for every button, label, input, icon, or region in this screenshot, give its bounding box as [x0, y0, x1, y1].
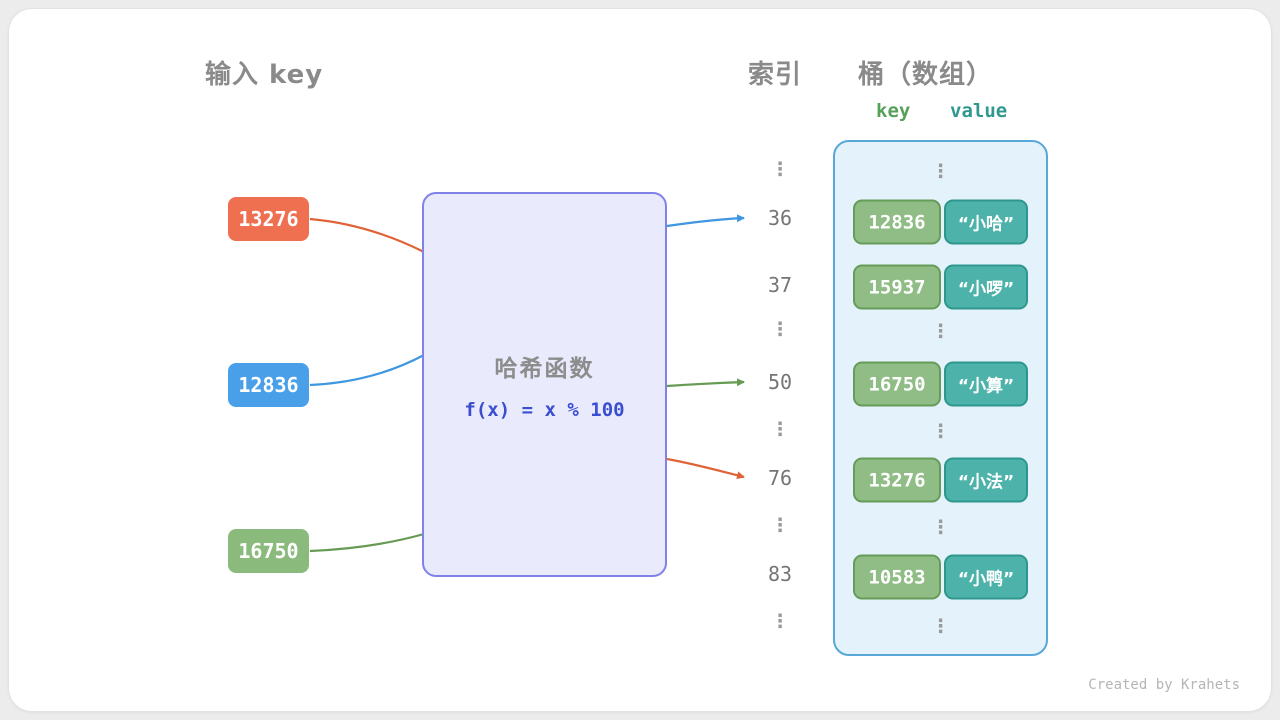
index-76: 76 [767, 466, 793, 490]
index-ellipsis: ⋮ [770, 514, 790, 537]
bucket-row-10583: 10583“小鸭” [835, 554, 1046, 600]
bucket-ellipsis: ⋮ [931, 420, 950, 443]
bucket-row-12836: 12836“小哈” [835, 199, 1046, 245]
index-column: ⋮ 36 37 ⋮ 50 ⋮ 76 ⋮ 83 ⋮ [750, 0, 810, 720]
hash-function-box: 哈希函数 f(x) = x % 100 [422, 192, 667, 577]
bucket-row-15937: 15937“小啰” [835, 264, 1046, 310]
bucket-value: “小鸭” [944, 554, 1028, 600]
index-50: 50 [767, 370, 793, 394]
header-index: 索引 [748, 60, 803, 90]
index-ellipsis: ⋮ [770, 318, 790, 341]
header-input-key: 输入 key [205, 60, 324, 90]
bucket-key: 16750 [853, 361, 941, 407]
index-83: 83 [767, 562, 793, 586]
bucket-ellipsis: ⋮ [931, 516, 950, 539]
index-ellipsis: ⋮ [770, 418, 790, 441]
bucket-value: “小哈” [944, 199, 1028, 245]
index-ellipsis: ⋮ [770, 158, 790, 181]
bucket-row-16750: 16750“小算” [835, 361, 1046, 407]
bucket-value: “小法” [944, 457, 1028, 503]
bucket-key: 15937 [853, 264, 941, 310]
index-ellipsis: ⋮ [770, 610, 790, 633]
bucket-row-13276: 13276“小法” [835, 457, 1046, 503]
input-key-13276: 13276 [228, 197, 309, 241]
input-key-16750: 16750 [228, 529, 309, 573]
bucket-value: “小算” [944, 361, 1028, 407]
hash-function-formula: f(x) = x % 100 [464, 398, 625, 421]
bucket-key-label: key [876, 100, 911, 122]
index-36: 36 [767, 206, 793, 230]
bucket-key: 12836 [853, 199, 941, 245]
bucket-rows: ⋮12836“小哈”15937“小啰”⋮16750“小算”⋮13276“小法”⋮… [835, 142, 1046, 654]
bucket-ellipsis: ⋮ [931, 160, 950, 183]
hash-function-title: 哈希函数 [494, 355, 595, 382]
bucket-ellipsis: ⋮ [931, 615, 950, 638]
index-37: 37 [767, 273, 793, 297]
input-key-12836: 12836 [228, 363, 309, 407]
bucket-value: “小啰” [944, 264, 1028, 310]
bucket-key: 10583 [853, 554, 941, 600]
bucket-value-label: value [950, 100, 1008, 122]
watermark: Created by Krahets [1088, 677, 1240, 693]
bucket-container: ⋮12836“小哈”15937“小啰”⋮16750“小算”⋮13276“小法”⋮… [833, 140, 1048, 656]
header-bucket-array: 桶（数组） [858, 60, 994, 90]
bucket-ellipsis: ⋮ [931, 320, 950, 343]
bucket-key: 13276 [853, 457, 941, 503]
